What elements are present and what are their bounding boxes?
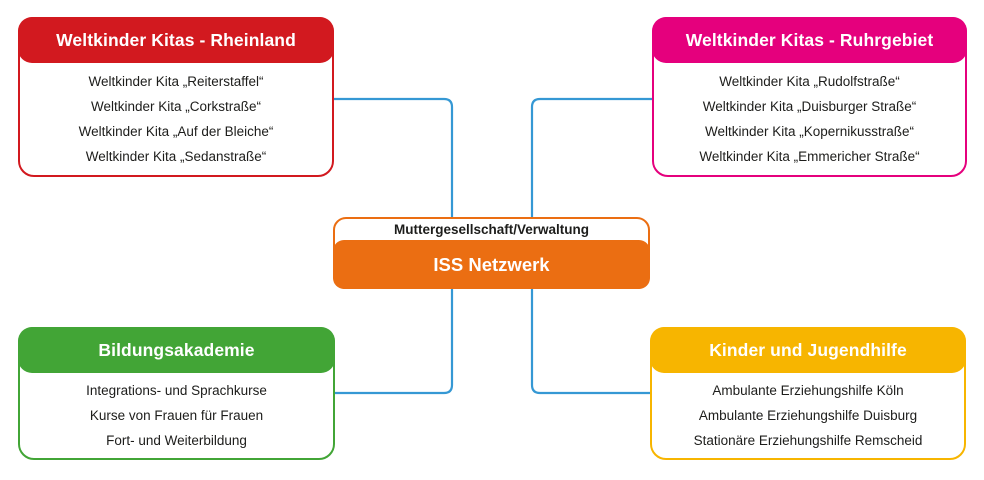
list-item: Integrations- und Sprachkurse xyxy=(86,383,267,398)
list-item: Stationäre Erziehungshilfe Remscheid xyxy=(693,433,923,448)
list-item: Weltkinder Kita „Emmericher Straße“ xyxy=(699,149,920,164)
box-weltkinder-kitas-rheinland: Weltkinder Kitas - Rheinland Weltkinder … xyxy=(18,17,334,177)
list-item: Kurse von Frauen für Frauen xyxy=(89,408,264,423)
box-body-ruhrgebiet: Weltkinder Kita „Rudolfstraße“ Weltkinde… xyxy=(654,63,965,175)
list-item: Ambulante Erziehungshilfe Köln xyxy=(712,383,904,398)
box-header-rheinland: Weltkinder Kitas - Rheinland xyxy=(18,17,334,63)
box-iss-netzwerk: Muttergesellschaft/Verwaltung ISS Netzwe… xyxy=(333,217,650,289)
box-weltkinder-kitas-ruhrgebiet: Weltkinder Kitas - Ruhrgebiet Weltkinder… xyxy=(652,17,967,177)
box-header-ruhrgebiet: Weltkinder Kitas - Ruhrgebiet xyxy=(652,17,967,63)
box-header-bildungsakademie: Bildungsakademie xyxy=(18,327,335,373)
box-title-bildungsakademie: Bildungsakademie xyxy=(98,339,255,360)
list-item: Weltkinder Kita „Rudolfstraße“ xyxy=(719,74,900,89)
connector-bottom-left xyxy=(335,288,454,395)
list-item: Weltkinder Kita „Sedanstraße“ xyxy=(85,149,267,164)
list-item: Weltkinder Kita „Auf der Bleiche“ xyxy=(78,124,274,139)
connector-top-left xyxy=(334,97,454,218)
box-body-bildungsakademie: Integrations- und Sprachkurse Kurse von … xyxy=(20,373,333,458)
box-kinder-und-jugendhilfe: Kinder und Jugendhilfe Ambulante Erziehu… xyxy=(650,327,966,460)
list-item: Weltkinder Kita „Kopernikusstraße“ xyxy=(704,124,915,139)
list-item: Fort- und Weiterbildung xyxy=(106,433,247,448)
box-title-jugendhilfe: Kinder und Jugendhilfe xyxy=(709,339,907,360)
box-title-rheinland: Weltkinder Kitas - Rheinland xyxy=(56,29,296,50)
box-bildungsakademie: Bildungsakademie Integrations- und Sprac… xyxy=(18,327,335,460)
center-title: ISS Netzwerk xyxy=(333,240,650,289)
list-item: Ambulante Erziehungshilfe Duisburg xyxy=(698,408,918,423)
center-subtitle: Muttergesellschaft/Verwaltung xyxy=(393,222,590,237)
box-body-rheinland: Weltkinder Kita „Reiterstaffel“ Weltkind… xyxy=(20,63,332,175)
list-item: Weltkinder Kita „Reiterstaffel“ xyxy=(88,74,264,89)
list-item: Weltkinder Kita „Corkstraße“ xyxy=(90,99,262,114)
box-title-ruhrgebiet: Weltkinder Kitas - Ruhrgebiet xyxy=(685,29,934,50)
box-header-jugendhilfe: Kinder und Jugendhilfe xyxy=(650,327,966,373)
box-body-jugendhilfe: Ambulante Erziehungshilfe Köln Ambulante… xyxy=(652,373,964,458)
list-item: Weltkinder Kita „Duisburger Straße“ xyxy=(702,99,917,114)
connector-bottom-right xyxy=(530,288,650,395)
connector-top-right xyxy=(530,97,652,218)
